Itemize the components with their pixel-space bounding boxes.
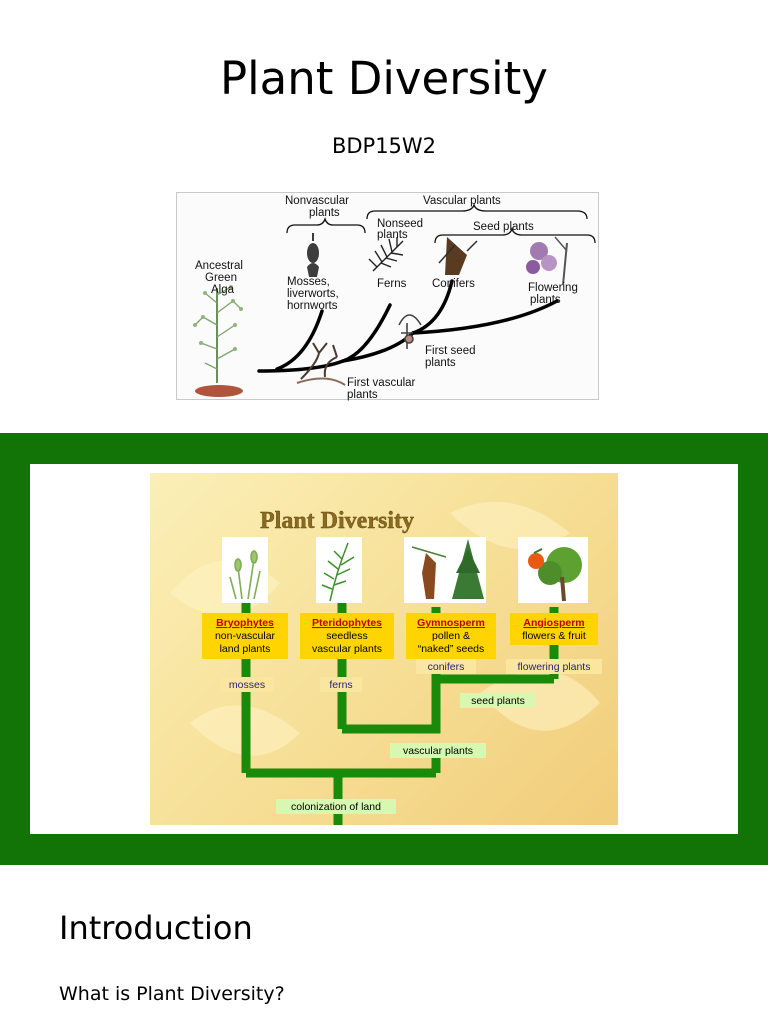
group-name-gymnosperm: Gymnosperm xyxy=(417,617,485,629)
group-desc1-angiosperm: flowers & fruit xyxy=(522,630,586,642)
group-name-pteridophytes: Pteridophytes xyxy=(312,617,382,629)
moss-photo xyxy=(222,537,268,603)
flowering-plant-icon xyxy=(526,236,568,286)
plant-diversity-diagram: Plant Diversity xyxy=(150,473,618,825)
group-desc2-gymnosperm: “naked” seeds xyxy=(418,643,485,655)
label-nonseed-line1: Nonseed xyxy=(377,218,423,230)
group-box-pteridophytes xyxy=(300,613,394,659)
label-ancestral-line1: Ancestral xyxy=(195,260,243,272)
section-body: What is Plant Diversity? xyxy=(59,983,285,1005)
label-ferns: Ferns xyxy=(377,278,407,290)
label-ancestral-line2: Green xyxy=(205,272,237,284)
example-box-conifers xyxy=(416,659,476,674)
group-desc2-bryophytes: land plants xyxy=(220,643,271,655)
label-flowering-line2: plants xyxy=(530,294,561,306)
label-seed-plants: Seed plants xyxy=(473,221,534,233)
clade-box-colonization xyxy=(276,799,396,814)
example-ferns: ferns xyxy=(329,679,352,691)
green-alga-icon xyxy=(193,285,243,397)
page-subtitle: BDP15W2 xyxy=(331,134,437,158)
example-box-ferns xyxy=(320,677,362,692)
fern-icon xyxy=(368,237,404,272)
group-name-angiosperm: Angiosperm xyxy=(523,617,584,629)
first-seed-plant-icon xyxy=(398,314,422,349)
example-conifers: conifers xyxy=(428,661,465,673)
label-nonvascular-line1: Nonvascular xyxy=(285,195,349,207)
group-box-bryophytes xyxy=(202,613,288,659)
first-vascular-plant-icon xyxy=(296,342,346,386)
clade-seed-plants: seed plants xyxy=(471,695,525,707)
label-conifers: Conifers xyxy=(432,278,475,290)
example-box-flowering xyxy=(506,659,602,674)
group-box-angiosperm xyxy=(510,613,598,645)
label-flowering-line1: Flowering xyxy=(528,282,578,294)
phylogeny-figure: Nonvascular plants Vascular plants Nonse… xyxy=(176,192,599,401)
label-first-seed-line2: plants xyxy=(425,357,456,369)
moss-icon xyxy=(307,233,319,277)
diagram-title: Plant Diversity xyxy=(260,508,414,534)
moss-icon xyxy=(229,550,261,600)
label-mosses-line1: Mosses, xyxy=(287,276,330,288)
example-flowering: flowering plants xyxy=(518,661,591,673)
clade-box-seed-plants xyxy=(460,693,536,708)
label-nonvascular-line2: plants xyxy=(309,207,340,219)
conifer-icon xyxy=(438,237,478,275)
section-heading: Introduction xyxy=(59,909,253,947)
group-name-bryophytes: Bryophytes xyxy=(216,617,274,629)
group-box-gymnosperm xyxy=(406,613,496,659)
group-desc1-pteridophytes: seedless xyxy=(326,630,367,642)
label-nonseed-line2: plants xyxy=(377,229,408,241)
clade-colonization: colonization of land xyxy=(291,801,381,813)
example-box-mosses xyxy=(220,677,274,692)
label-ancestral-line3: Alga xyxy=(211,284,235,296)
label-mosses-line3: hornworts xyxy=(287,300,338,312)
group-desc1-bryophytes: non-vascular xyxy=(215,630,276,642)
conifer-icon xyxy=(411,539,484,599)
group-desc2-pteridophytes: vascular plants xyxy=(312,643,382,655)
label-first-vascular-line1: First vascular xyxy=(347,377,416,389)
label-first-vascular-line2: plants xyxy=(347,389,378,401)
flowering-tree-icon xyxy=(528,547,582,602)
group-desc1-gymnosperm: pollen & xyxy=(432,630,470,642)
clade-box-vascular-plants xyxy=(390,743,486,758)
label-vascular: Vascular plants xyxy=(423,195,501,207)
label-mosses-line2: liverworts, xyxy=(287,288,339,300)
fern-icon xyxy=(321,542,355,602)
example-mosses: mosses xyxy=(229,679,265,691)
label-first-seed-line1: First seed xyxy=(425,345,476,357)
clade-vascular-plants: vascular plants xyxy=(403,745,473,757)
page-title: Plant Diversity xyxy=(220,52,548,105)
